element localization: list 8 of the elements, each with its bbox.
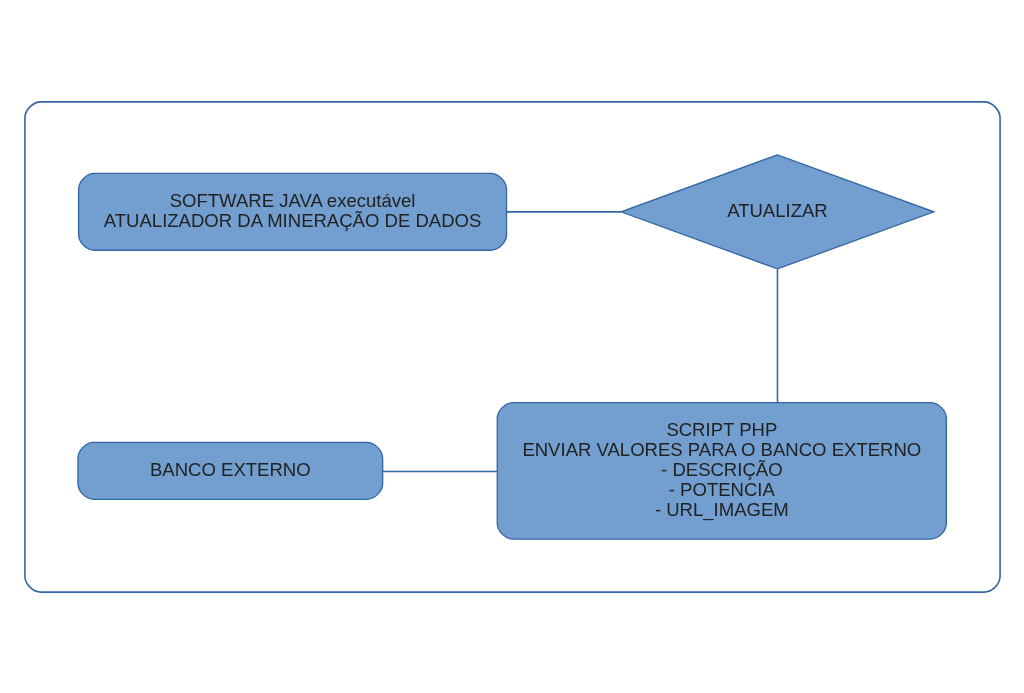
- connector: [776, 268, 778, 403]
- node-box: BANCO EXTERNO: [76, 441, 383, 500]
- cluster: [23, 100, 1001, 593]
- connector: [381, 470, 498, 472]
- node-diamond: ATUALIZAR: [618, 153, 936, 270]
- connector: [505, 210, 622, 213]
- node-box: SOFTWARE JAVA executável ATUALIZADOR DA MINERAÇÃO DE DADOS: [77, 172, 507, 251]
- node-box: SCRIPT PHP ENVIAR VALORES PARA O BANCO EXTERNO - DESCRIÇÃO - POTENCIA - URL_IMAGEM: [496, 401, 947, 540]
